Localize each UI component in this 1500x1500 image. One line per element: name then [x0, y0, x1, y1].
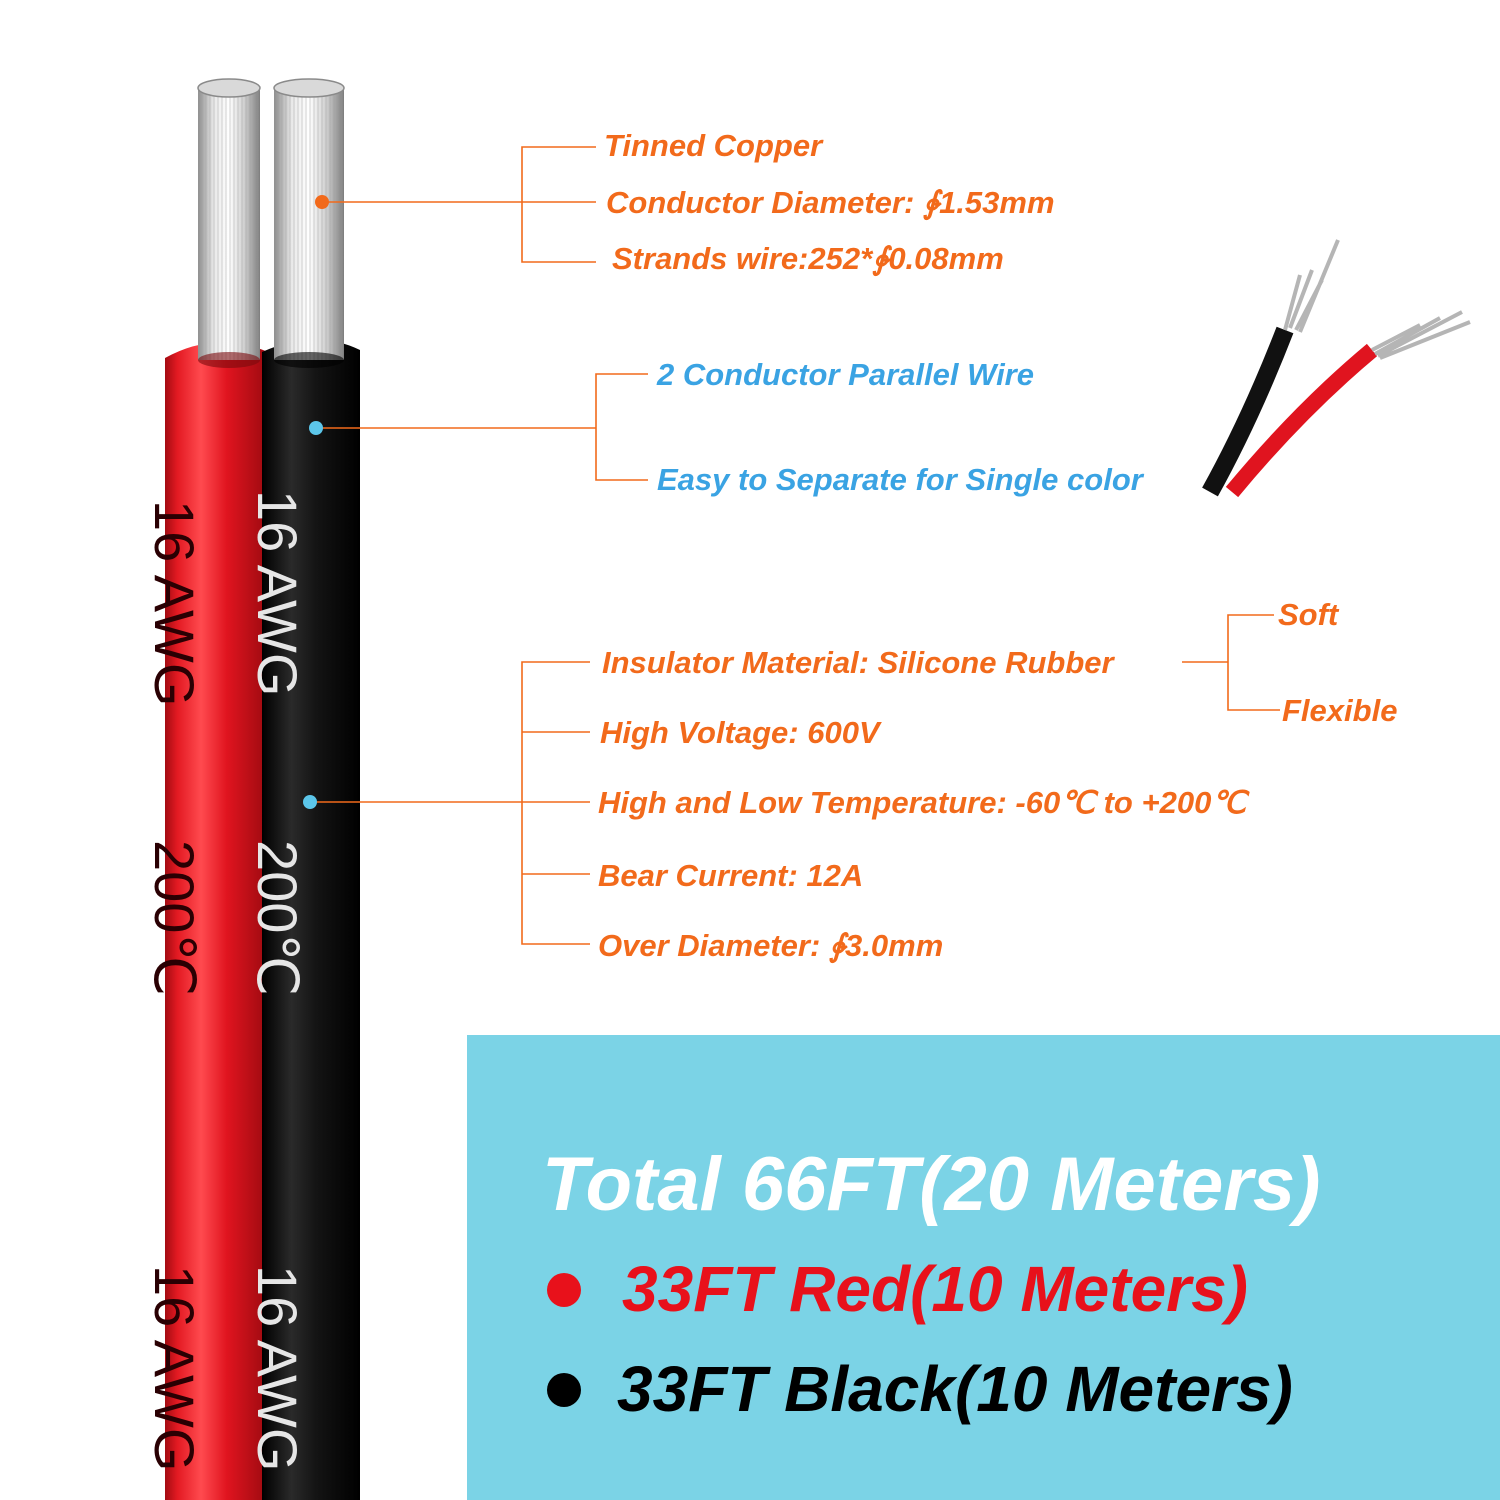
conductor-material-label: Tinned Copper: [604, 128, 823, 163]
red-print-temp: 200℃: [143, 840, 206, 997]
red-wire: [165, 342, 268, 1500]
current-label: Bear Current: 12A: [598, 858, 864, 893]
parallel-callout-lines: [309, 373, 648, 481]
red-print-gauge: 16 AWG: [143, 500, 206, 707]
insulator-prop-flexible: Flexible: [1282, 693, 1398, 728]
parallel-type-label: 2 Conductor Parallel Wire: [657, 357, 1034, 392]
insulator-prop-soft: Soft: [1278, 597, 1339, 632]
total-length-label: Total 66FT(20 Meters): [542, 1142, 1321, 1227]
conductor-diameter-label: Conductor Diameter: ∲1.53mm: [606, 185, 1055, 220]
outer-diameter-label: Over Diameter: ∲3.0mm: [598, 928, 944, 963]
summary-panel: Total 66FT(20 Meters) 33FT Red(10 Meters…: [467, 1035, 1500, 1500]
red-conductor: [197, 78, 261, 368]
black-print-temp: 200℃: [246, 840, 309, 997]
conductor-callout-lines: [315, 146, 596, 263]
insulator-material-label: Insulator Material: Silicone Rubber: [602, 645, 1114, 680]
black-conductor: [273, 78, 345, 368]
temperature-label: High and Low Temperature: -60℃ to +200℃: [598, 785, 1247, 820]
black-print-gauge: 16 AWG: [246, 490, 309, 697]
red-bullet-icon: [547, 1273, 581, 1307]
black-bullet-icon: [547, 1373, 581, 1407]
black-length-label: 33FT Black(10 Meters): [617, 1353, 1293, 1425]
conductor-strands-label: Strands wire:252*∲0.08mm: [612, 241, 1004, 276]
black-print-gauge-2: 16 AWG: [246, 1265, 309, 1472]
red-print-gauge-2: 16 AWG: [143, 1265, 206, 1472]
red-length-label: 33FT Red(10 Meters): [622, 1253, 1248, 1325]
parallel-separate-label: Easy to Separate for Single color: [657, 462, 1143, 497]
separated-wire-icon: [1202, 239, 1471, 498]
insulation-callout-lines: [303, 614, 1280, 945]
voltage-label: High Voltage: 600V: [600, 715, 880, 750]
black-wire: [262, 339, 360, 1500]
